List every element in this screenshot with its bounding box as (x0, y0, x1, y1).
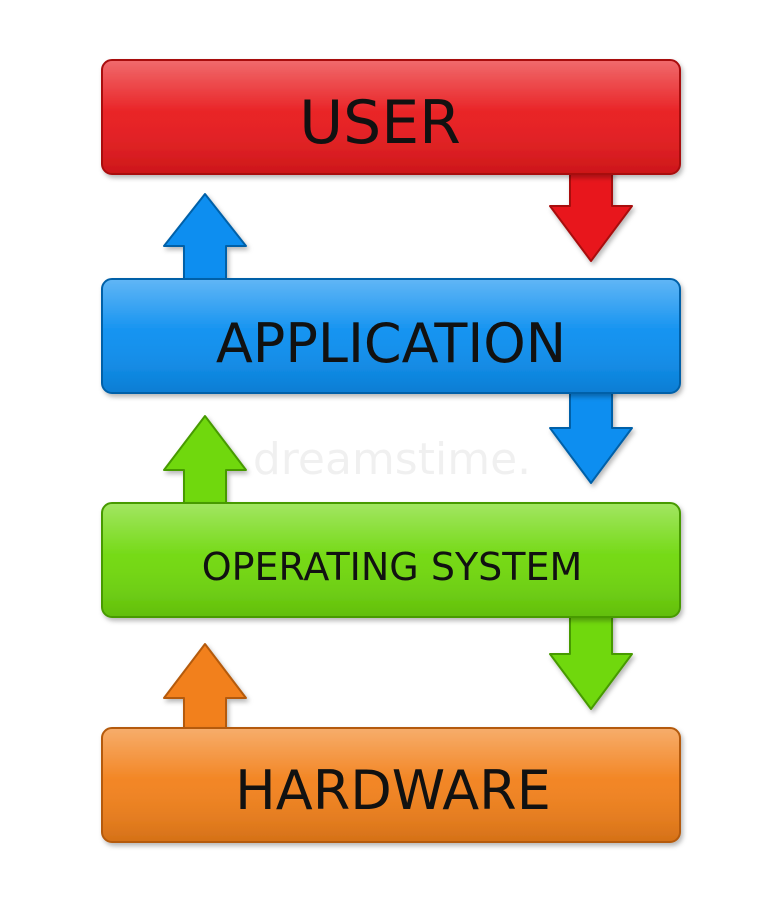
up-arrow-os-to-application (163, 415, 247, 509)
layer-label-hardware: HARDWARE (235, 759, 551, 822)
layer-label-user: USER (299, 88, 461, 158)
layer-box-application (101, 278, 681, 394)
watermark: dreamstime. (253, 434, 531, 485)
down-arrow-user-to-application (549, 167, 633, 262)
up-arrow-hardware-to-os (163, 643, 247, 735)
down-arrow-application-to-os (549, 387, 633, 484)
layer-label-operating-system: OPERATING SYSTEM (202, 545, 583, 589)
layer-box-user (101, 59, 681, 175)
layer-box-hardware (101, 727, 681, 843)
layer-label-application: APPLICATION (216, 312, 566, 375)
up-arrow-application-to-user (163, 193, 247, 285)
layer-box-operating-system (101, 502, 681, 618)
down-arrow-os-to-hardware (549, 611, 633, 710)
